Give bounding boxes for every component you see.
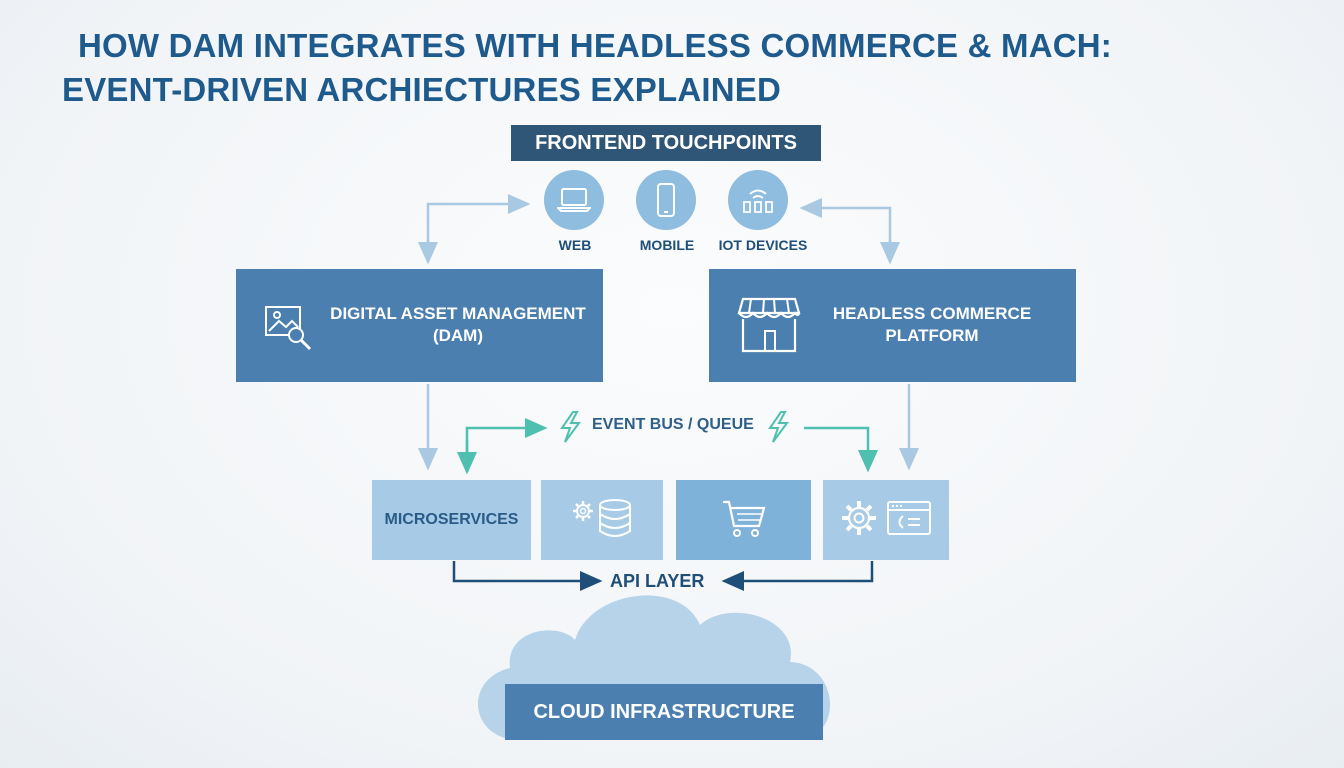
arrow-commerce-iot <box>799 198 900 265</box>
microservices-tile: MICROSERVICES <box>372 480 531 560</box>
database-tile <box>541 480 663 560</box>
cart-tile <box>676 480 811 560</box>
database-icon <box>598 498 632 543</box>
api-layer-label: API LAYER <box>610 571 705 591</box>
arrow-api-right <box>721 561 874 591</box>
arrow-event-right <box>804 426 878 473</box>
dam-box: DIGITAL ASSET MANAGEMENT (DAM) <box>236 269 603 382</box>
commerce-title-line-2: PLATFORM <box>885 326 979 345</box>
storefront-icon <box>737 295 801 360</box>
cloud-infrastructure-box: CLOUD INFRASTRUCTURE <box>505 684 823 740</box>
cloud-infrastructure-label: CLOUD INFRASTRUCTURE <box>533 700 795 723</box>
touchpoint-label-iot: IOT DEVICES <box>718 237 808 253</box>
lightning-icon <box>560 411 581 443</box>
event-bus-label: EVENT BUS / QUEUE <box>592 416 754 433</box>
smartphone-icon <box>636 170 696 230</box>
microservices-label: MICROSERVICES <box>384 511 519 528</box>
lightning-icon <box>768 411 789 443</box>
dam-title-line-1: DIGITAL ASSET MANAGEMENT <box>330 304 586 323</box>
arrow-api-left <box>452 561 603 591</box>
touchpoint-label-web: WEB <box>558 237 592 253</box>
laptop-icon <box>544 170 604 230</box>
dam-title-line-2: (DAM) <box>432 326 484 345</box>
touchpoint-label-mobile: MOBILE <box>639 237 695 253</box>
arrow-dam-web <box>418 194 531 265</box>
commerce-title-line-1: HEADLESS COMMERCE <box>832 304 1032 323</box>
page-title: HOW DAM INTEGRATES WITH HEADLESS COMMERC… <box>62 24 1112 112</box>
settings-code-tile <box>823 480 949 560</box>
settings-gear-icon <box>840 499 878 542</box>
shopping-cart-icon <box>721 498 767 543</box>
frontend-touchpoints-heading: FRONTEND TOUCHPOINTS <box>511 125 821 161</box>
arrow-event-left <box>465 418 548 470</box>
code-window-icon <box>886 500 932 541</box>
image-search-icon <box>264 303 316 356</box>
iot-wifi-icon <box>728 170 788 230</box>
title-line-1: HOW DAM INTEGRATES WITH HEADLESS COMMERC… <box>78 27 1112 64</box>
headless-commerce-box: HEADLESS COMMERCE PLATFORM <box>709 269 1076 382</box>
title-line-2: EVENT-DRIVEN ARCHIECTURES EXPLAINED <box>62 71 782 108</box>
gear-icon <box>572 500 594 527</box>
